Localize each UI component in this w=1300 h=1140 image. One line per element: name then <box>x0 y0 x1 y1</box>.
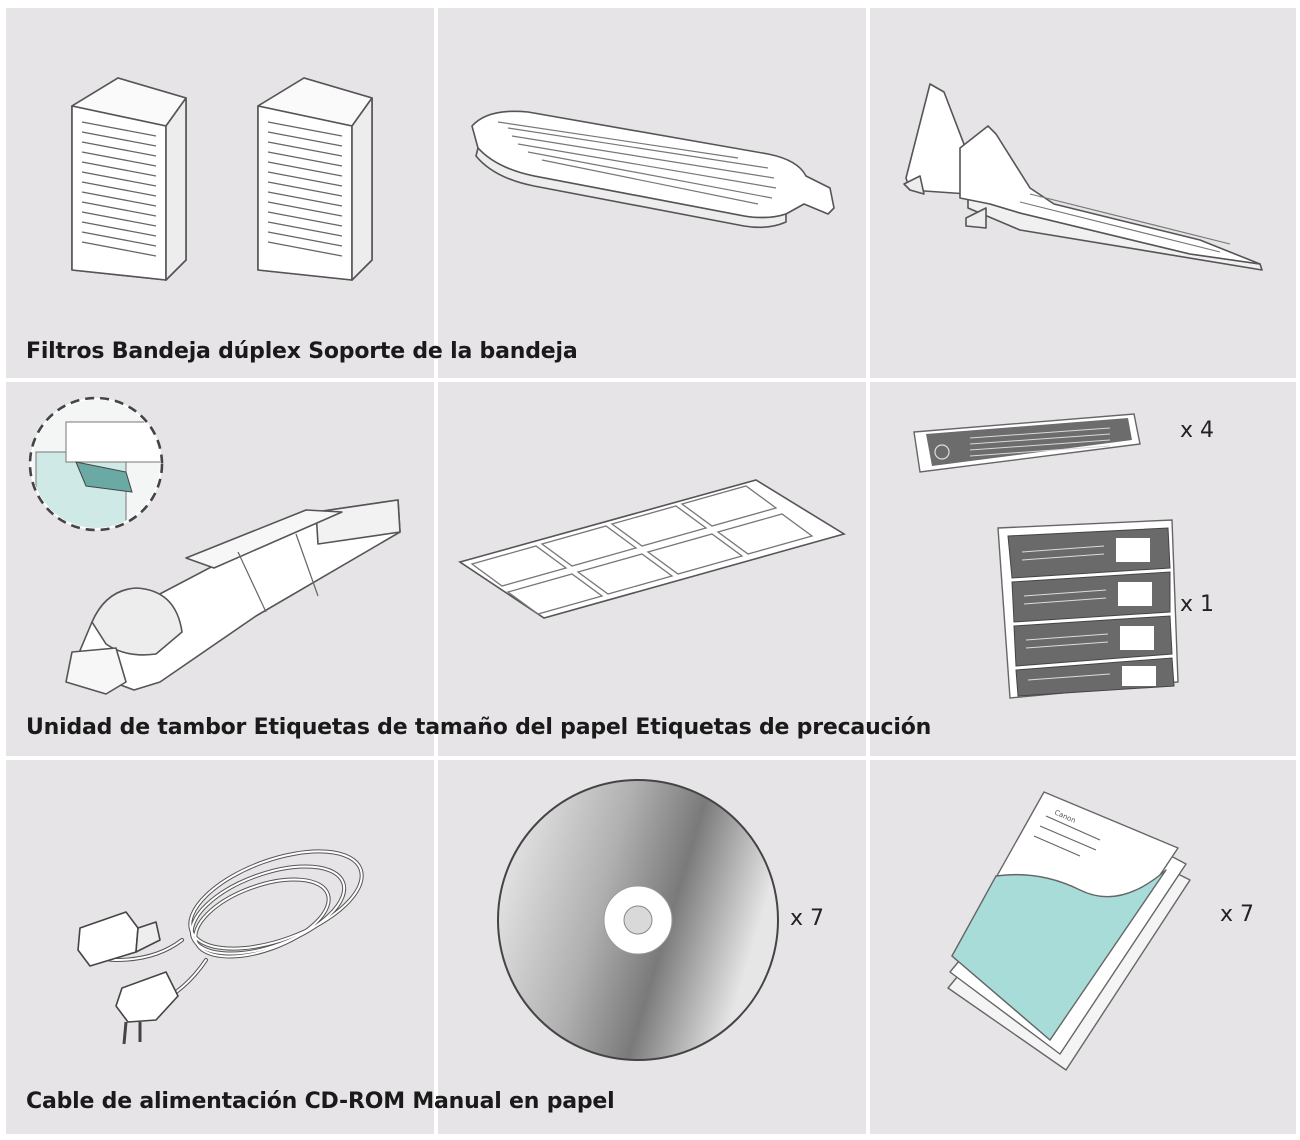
cd-rom-quantity: x 7 <box>790 906 825 931</box>
cell-paper-manual: Canon x 7 <box>870 760 1296 1134</box>
row-1-label: Filtros Bandeja dúplex Soporte de la ban… <box>26 339 578 364</box>
caution-label-quantity-4: x 4 <box>1180 418 1215 443</box>
paper-manual-icon: Canon <box>947 791 1191 1071</box>
drum-unit-icon <box>28 396 401 695</box>
cell-caution-labels: x 4 x 1 <box>870 382 1296 756</box>
filters-icon <box>71 77 373 281</box>
cell-paper-size-labels <box>438 382 866 756</box>
caution-label-quantity-1: x 1 <box>1180 592 1215 617</box>
cell-cd-rom: x 7 <box>438 760 866 1134</box>
cell-tray-support <box>870 8 1296 378</box>
cell-filters <box>6 8 434 378</box>
caution-labels-icon <box>913 413 1179 699</box>
tray-support-icon <box>903 83 1263 271</box>
duplex-tray-icon <box>471 110 835 229</box>
cell-duplex-tray <box>438 8 866 378</box>
row-3-label: Cable de alimentación CD-ROM Manual en p… <box>26 1089 615 1114</box>
cd-rom-icon <box>497 779 779 1061</box>
cell-power-cable <box>6 760 434 1134</box>
manual-quantity: x 7 <box>1220 902 1255 927</box>
paper-size-labels-icon <box>458 479 846 619</box>
row-2-label: Unidad de tambor Etiquetas de tamaño del… <box>26 715 932 740</box>
accessories-grid: Filtros Bandeja dúplex Soporte de la ban… <box>6 8 1296 1134</box>
power-cable-icon <box>77 849 364 1045</box>
cell-drum-unit <box>6 382 434 756</box>
